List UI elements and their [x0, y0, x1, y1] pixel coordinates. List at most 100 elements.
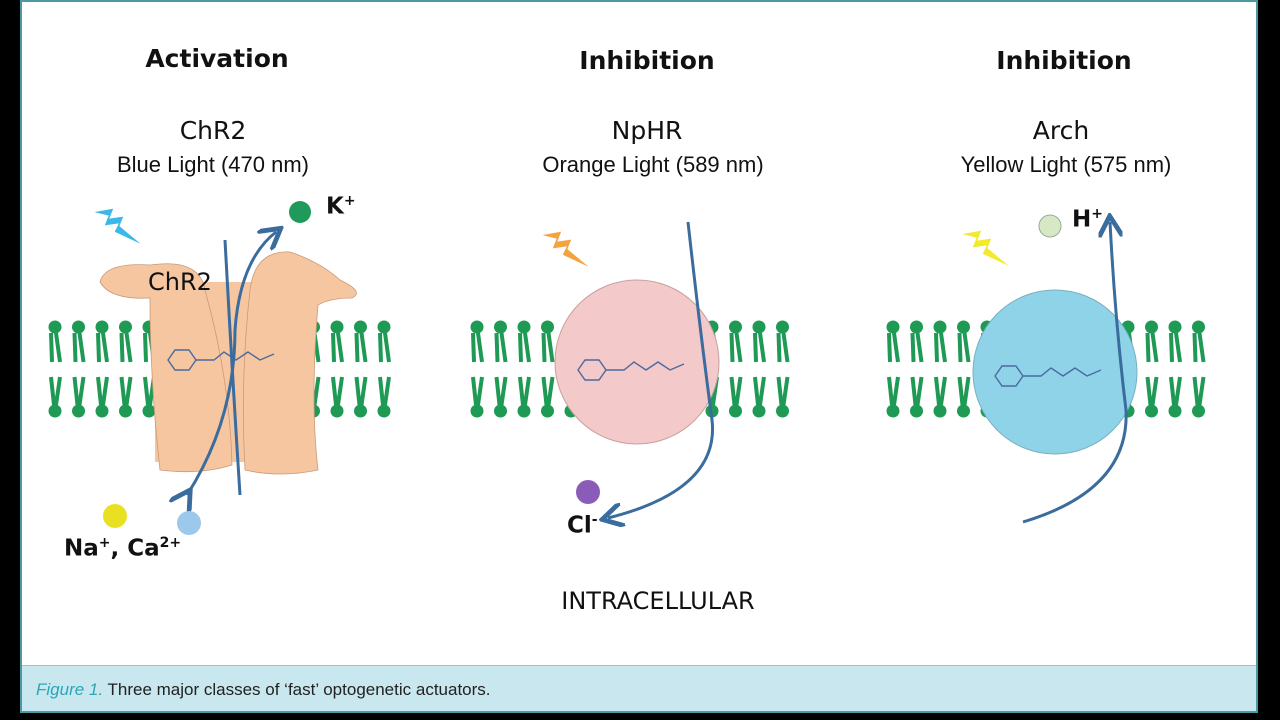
lipid-tail-icon — [518, 376, 531, 406]
cl-ion-icon — [576, 480, 600, 504]
chr2-light: Blue Light (470 nm) — [117, 152, 309, 177]
ca-ion-icon — [177, 511, 201, 535]
lipid-tail-icon — [776, 376, 790, 406]
lipid-tail-icon — [957, 376, 971, 406]
lipid-head-icon — [330, 404, 344, 418]
heading-activation: Activation — [145, 44, 289, 73]
nphr-pump-body — [554, 279, 720, 445]
arch-title: Arch — [1032, 116, 1090, 145]
lipid-head-icon — [494, 404, 507, 418]
lipid-head-icon — [72, 320, 85, 334]
lipid-tail-icon — [887, 332, 900, 363]
lipid-tail-icon — [1145, 332, 1159, 363]
k-ion-icon — [289, 201, 311, 223]
lipid-head-icon — [957, 320, 970, 334]
lipid-head-icon — [377, 320, 391, 334]
lipid-head-icon — [1168, 320, 1182, 334]
lipid-tail-icon — [119, 332, 133, 363]
lipid-tail-icon — [96, 332, 109, 363]
lipid-head-icon — [95, 320, 109, 334]
lipid-head-icon — [752, 404, 766, 418]
lipid-head-icon — [541, 320, 554, 334]
retinal-molecule-icon — [577, 359, 685, 381]
lipid-head-icon — [1145, 404, 1158, 418]
lipid-tail-icon — [494, 332, 508, 363]
nphr-chloride-arrow — [608, 221, 715, 518]
lipid-head-icon — [729, 404, 742, 418]
arch-proton-arrow — [1022, 222, 1128, 524]
lipid-tail-icon — [1145, 376, 1159, 406]
lipid-tail-icon — [119, 376, 133, 406]
arch-pump-body — [972, 289, 1138, 455]
chr2-protein-label: ChR2 — [148, 268, 212, 296]
lipid-head-icon — [48, 404, 62, 418]
lipid-head-icon — [729, 320, 742, 334]
lipid-tail-icon — [934, 376, 947, 406]
lipid-tail-icon — [471, 332, 484, 363]
lipid-head-icon — [48, 320, 62, 334]
lipid-head-icon — [330, 320, 344, 334]
lipid-tail-icon — [541, 376, 555, 406]
lipid-tail-icon — [729, 376, 743, 406]
lipid-tail-icon — [1192, 332, 1206, 363]
lipid-head-icon — [910, 320, 923, 334]
lipid-head-icon — [752, 320, 766, 334]
lipid-head-icon — [354, 404, 367, 418]
intracellular-label: INTRACELLULAR — [561, 587, 755, 615]
lipid-head-icon — [1192, 320, 1205, 334]
chr2-flow-arrow — [187, 232, 276, 495]
lipid-tail-icon — [753, 332, 766, 363]
lipid-head-icon — [1145, 320, 1158, 334]
lipid-head-icon — [886, 404, 900, 418]
lipid-tail-icon — [910, 376, 924, 406]
lipid-tail-icon — [96, 376, 109, 406]
lipid-tail-icon — [887, 376, 900, 406]
lipid-head-icon — [95, 404, 109, 418]
figure-caption: Figure 1. Three major classes of ‘fast’ … — [22, 665, 1256, 711]
lipid-head-icon — [142, 404, 156, 418]
na-ion-icon — [103, 504, 127, 528]
nphr-title: NpHR — [611, 116, 683, 145]
lipid-head-icon — [119, 320, 132, 334]
ion-na-ca-label: Na+, Ca2+ — [64, 535, 182, 562]
nphr-light: Orange Light (589 nm) — [542, 152, 764, 177]
lipid-head-icon — [470, 404, 484, 418]
lipid-tail-icon — [49, 332, 62, 363]
lipid-head-icon — [470, 320, 484, 334]
arch-light: Yellow Light (575 nm) — [960, 152, 1172, 177]
chr2-right-subunit — [242, 251, 357, 475]
lipid-head-icon — [377, 404, 391, 418]
lipid-head-icon — [933, 320, 947, 334]
lipid-tail-icon — [471, 376, 484, 406]
lipid-head-icon — [933, 404, 947, 418]
blue-light-bolt-icon — [91, 207, 145, 247]
ion-k-label: K+ — [326, 193, 356, 220]
lipid-tail-icon — [378, 376, 391, 406]
lipid-tail-icon — [910, 332, 924, 363]
lipid-head-icon — [910, 404, 923, 418]
lipid-head-icon — [957, 404, 970, 418]
lipid-tail-icon — [72, 376, 86, 406]
caption-text: Three major classes of ‘fast’ optogeneti… — [103, 680, 491, 699]
lipid-tail-icon — [518, 332, 531, 363]
lipid-tail-icon — [753, 376, 766, 406]
lipid-head-icon — [494, 320, 507, 334]
caption-figure-label: Figure 1. — [36, 680, 104, 699]
lipid-head-icon — [517, 404, 531, 418]
lipid-head-icon — [517, 320, 531, 334]
lipid-head-icon — [776, 404, 789, 418]
ion-cl-label: Cl- — [567, 512, 598, 539]
lipid-head-icon — [886, 320, 900, 334]
h-ion-icon — [1038, 214, 1062, 238]
lipid-tail-icon — [331, 332, 344, 363]
lipid-tail-icon — [494, 376, 508, 406]
chr2-title: ChR2 — [179, 116, 247, 145]
lipid-tail-icon — [957, 332, 971, 363]
lipid-head-icon — [354, 320, 367, 334]
heading-inhibition-arch: Inhibition — [996, 46, 1132, 75]
lipid-tail-icon — [331, 376, 344, 406]
lipid-tail-icon — [49, 376, 62, 406]
lipid-head-icon — [1168, 404, 1182, 418]
